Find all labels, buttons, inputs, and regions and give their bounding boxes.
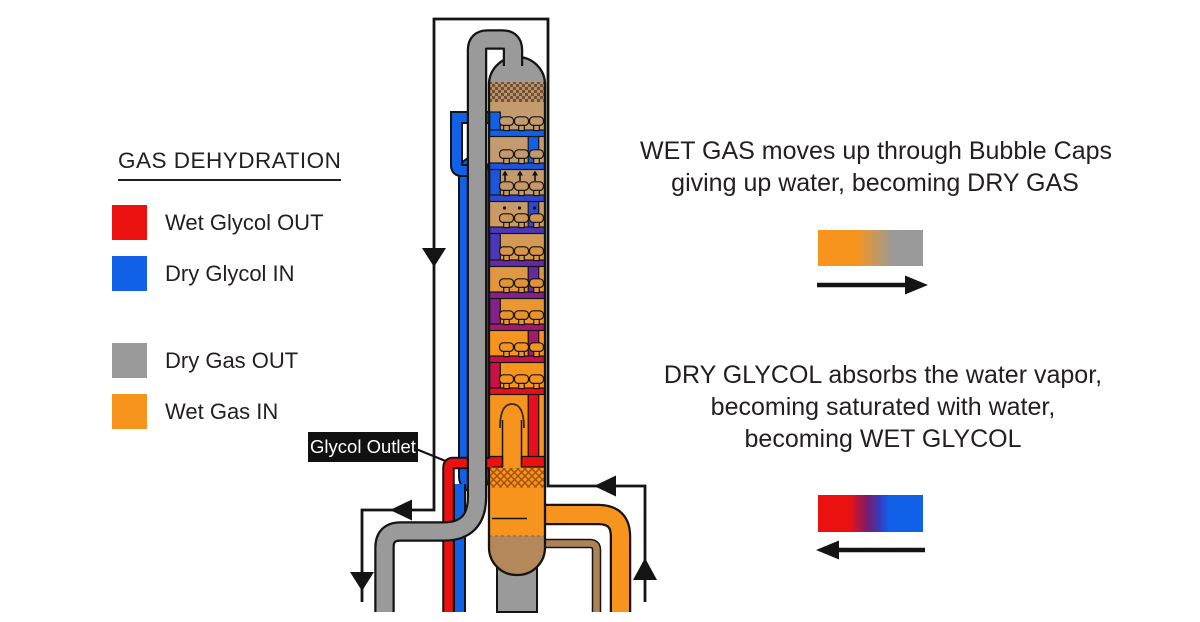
legend-item-wet-gas-in: Wet Gas IN	[112, 394, 278, 429]
dry-gas-outlet-pipe	[374, 29, 524, 612]
flow-arrow-down-out-icon	[350, 572, 374, 591]
right-arrow-icon	[817, 275, 928, 295]
legend-item-label: Dry Glycol IN	[165, 260, 295, 286]
dry-glycol-to-wet-glycol-gradient-bar	[818, 495, 923, 532]
legend-item-label: Wet Glycol OUT	[165, 209, 324, 235]
wet-gas-annotation-line2: giving up water, becoming DRY GAS	[671, 169, 1079, 197]
dry-gas-out-swatch	[112, 343, 147, 378]
legend-item-wet-glycol-out: Wet Glycol OUT	[112, 205, 324, 240]
left-arrow-icon	[816, 540, 925, 560]
gas-flow-loop-line	[350, 17, 657, 602]
glycol-outlet-callout: Glycol Outlet	[308, 432, 418, 462]
legend-item-dry-gas-out: Dry Gas OUT	[112, 343, 298, 378]
dry-glycol-annotation-line2: becoming saturated with water,	[710, 393, 1056, 421]
glycol-reboiler-pipe	[539, 538, 602, 612]
mist-extractor-pad	[489, 82, 545, 102]
legend-title: GAS DEHYDRATION	[118, 148, 342, 181]
flow-arrow-left-into-tower-icon	[594, 475, 616, 497]
wet-gas-to-dry-gas-gradient-bar	[818, 230, 923, 266]
wet-gas-inlet-pipe	[543, 503, 632, 612]
flow-arrow-down-left-icon	[422, 248, 446, 267]
flow-arrow-left-bottom-icon	[390, 499, 412, 521]
wet-gas-annotation-line1: WET GAS moves up through Bubble Caps	[640, 137, 1112, 165]
legend-item-label: Dry Gas OUT	[165, 347, 299, 373]
inlet-scrubber-band	[489, 468, 545, 488]
wet-gas-annotation: WET GAS moves up through Bubble Caps giv…	[640, 135, 1112, 199]
glycol-outlet-leader-line	[415, 447, 449, 464]
dry-glycol-annotation-line3: becoming WET GLYCOL	[744, 425, 1022, 453]
wet-gas-in-swatch	[112, 394, 147, 429]
contactor-column	[487, 55, 547, 577]
wet-glycol-outlet-pipe	[442, 456, 492, 612]
wet-glycol-pool-right	[520, 455, 545, 468]
flow-arrow-up-inlet-icon	[633, 558, 657, 580]
gas-riser-arch	[499, 403, 525, 429]
dry-glycol-in-swatch	[112, 256, 147, 291]
wet-glycol-out-swatch	[112, 205, 147, 240]
gas-riser-walls	[501, 420, 523, 467]
legend-item-dry-glycol-in: Dry Glycol IN	[112, 256, 295, 291]
dry-glycol-annotation: DRY GLYCOL absorbs the water vapor, beco…	[648, 359, 1118, 455]
dry-glycol-annotation-line1: DRY GLYCOL absorbs the water vapor,	[663, 361, 1103, 389]
legend-item-label: Wet Gas IN	[165, 398, 279, 424]
